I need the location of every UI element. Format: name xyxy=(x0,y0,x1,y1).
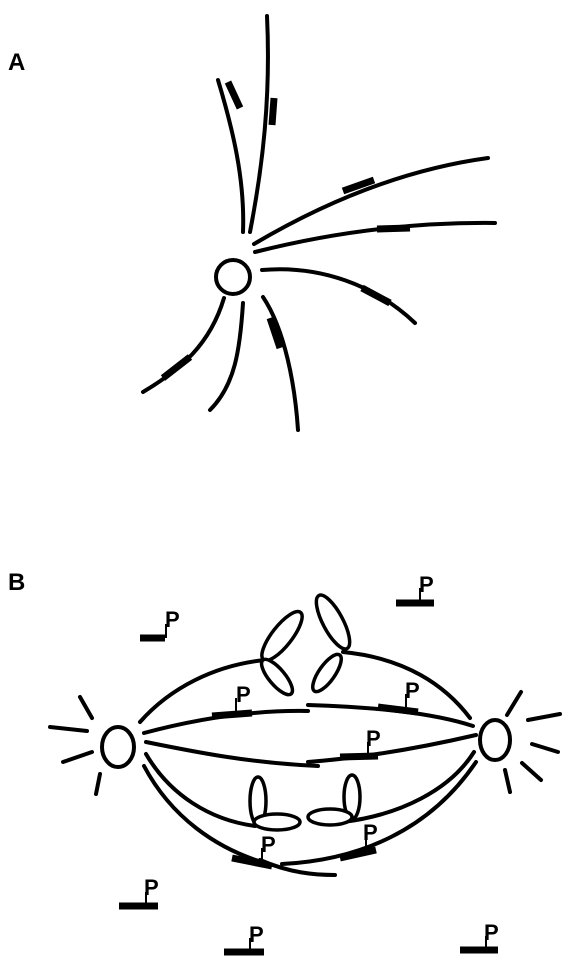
microtubule xyxy=(143,298,224,392)
left-aster xyxy=(50,697,100,794)
motor-protein xyxy=(272,98,274,125)
centrosome xyxy=(216,260,250,294)
right-centrosome xyxy=(480,720,510,760)
aster-ray xyxy=(96,774,100,794)
phospho-p-label: P xyxy=(261,832,276,857)
phospho-motor: P xyxy=(378,678,420,712)
phospho-p-label: P xyxy=(363,820,378,845)
microtubule xyxy=(146,754,255,826)
panel-b-label: B xyxy=(8,569,25,596)
chromosome-arm xyxy=(308,809,352,825)
phospho-p-label: P xyxy=(249,922,264,947)
motor-protein xyxy=(362,288,390,303)
aster-ray xyxy=(522,763,541,780)
microtubule xyxy=(308,735,476,762)
chromosome-arm xyxy=(310,591,356,653)
motor-protein xyxy=(163,357,190,378)
right-aster xyxy=(505,692,560,792)
panel-a-microtubules xyxy=(143,16,495,430)
motor-protein xyxy=(228,82,240,108)
phospho-p-label: P xyxy=(484,920,499,945)
microtubule xyxy=(263,297,298,430)
panel-a-label: A xyxy=(8,49,25,76)
left-centrosome xyxy=(102,727,134,767)
phospho-p-label: P xyxy=(366,726,381,751)
panel-a: A xyxy=(8,16,495,430)
microtubule xyxy=(250,16,268,232)
phospho-motor: P xyxy=(232,832,276,866)
chromosome-arm xyxy=(256,606,309,666)
phospho-motor: P xyxy=(224,922,264,952)
aster-ray xyxy=(505,770,510,792)
phospho-p-label: P xyxy=(165,607,180,632)
phospho-motor: P xyxy=(460,920,499,950)
aster-ray xyxy=(507,692,521,715)
aster-ray xyxy=(50,727,87,731)
phospho-p-label: P xyxy=(144,875,159,900)
aster-ray xyxy=(532,744,558,752)
motor-protein xyxy=(377,228,410,229)
phospho-motor: P xyxy=(212,682,252,716)
chromosome-arm xyxy=(257,655,298,699)
phospho-p-label: P xyxy=(405,678,420,703)
microtubule xyxy=(255,223,495,252)
chromosome-arm xyxy=(254,814,300,830)
phospho-motor: P xyxy=(119,875,159,906)
panel-b: B xyxy=(8,569,560,952)
phospho-motor: P xyxy=(140,607,180,638)
phospho-p-label: P xyxy=(419,572,434,597)
phospho-motor: P xyxy=(340,726,381,757)
motor-protein xyxy=(270,318,280,348)
spindle-microtubules xyxy=(140,652,476,875)
microtubule xyxy=(146,742,318,766)
aster-ray xyxy=(63,752,92,762)
phospho-p-label: P xyxy=(236,682,251,707)
aster-ray xyxy=(80,697,92,718)
microtubule xyxy=(262,269,415,323)
phospho-motor: P xyxy=(396,572,434,603)
chromosome-arm xyxy=(308,650,346,695)
aster-ray xyxy=(528,714,560,720)
